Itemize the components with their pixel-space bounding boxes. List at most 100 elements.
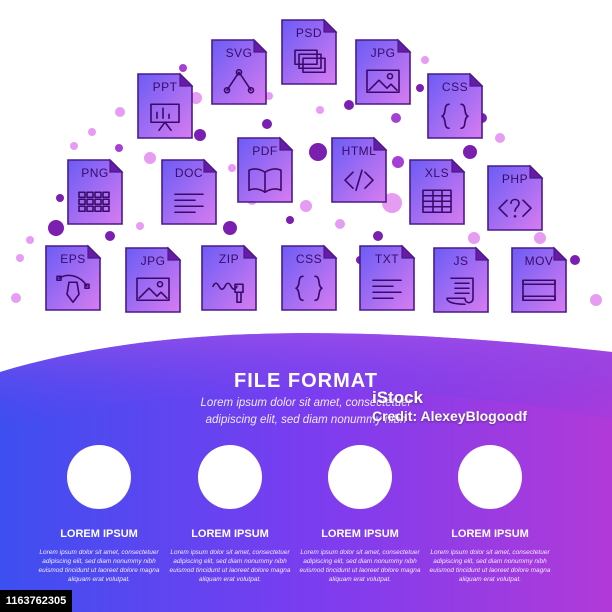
watermark: iStock Credit: AlexeyBlogoodf xyxy=(372,388,527,424)
file-corner-fold xyxy=(401,244,416,259)
vector-icon xyxy=(223,68,255,94)
file-corner-fold xyxy=(179,72,194,87)
card-text-4: Lorem ipsum dolor sit amet, consectetuer… xyxy=(425,548,555,584)
watermark-brand: iStock xyxy=(372,388,424,407)
file-format-label: XLS xyxy=(425,166,449,180)
file-page-shape xyxy=(237,137,293,203)
file-corner-fold xyxy=(451,158,466,173)
card-text-line: adipiscing elit, sed diam nonummy nibh xyxy=(433,558,547,565)
card-text-line: aliquam erat volutpat. xyxy=(458,576,522,583)
doc-file-icon: DOC xyxy=(161,158,218,225)
file-page-shape xyxy=(433,247,489,313)
card-text-line: euismod tincidunt ut laoreet dolore magn… xyxy=(38,567,160,574)
file-page-shape xyxy=(355,39,411,105)
book-icon xyxy=(248,168,282,194)
file-corner-fold xyxy=(323,244,338,259)
page-title: FILE FORMAT xyxy=(234,370,378,392)
card-text-line: adipiscing elit, sed diam nonummy nibh xyxy=(173,558,287,565)
spreadsheet-icon xyxy=(422,189,452,214)
file-corner-fold xyxy=(323,18,338,33)
file-format-label: JS xyxy=(453,254,468,268)
file-format-label: TXT xyxy=(375,252,399,266)
card-text-line: Lorem ipsum dolor sit amet, consectetuer xyxy=(430,549,550,556)
card-text-line: euismod tincidunt ut laoreet dolore magn… xyxy=(169,567,291,574)
card-text-line: Lorem ipsum dolor sit amet, consectetuer xyxy=(170,549,290,556)
grid-icon xyxy=(78,191,110,213)
file-corner-fold xyxy=(203,158,218,173)
file-page-shape xyxy=(125,247,181,313)
svg-file-icon: SVG xyxy=(211,38,268,105)
file-format-label: PSD xyxy=(296,26,322,40)
text-lines-icon xyxy=(372,279,402,300)
file-format-label: CSS xyxy=(442,80,468,94)
card-circle-xls xyxy=(458,445,522,509)
file-page-shape xyxy=(281,245,337,311)
card-text-2: Lorem ipsum dolor sit amet, consectetuer… xyxy=(165,548,295,584)
film-icon xyxy=(522,279,556,302)
file-format-label: HTML xyxy=(342,144,377,158)
file-corner-fold xyxy=(469,72,484,87)
card-text-line: adipiscing elit, sed diam nonummy nibh xyxy=(42,558,156,565)
zipper-icon xyxy=(212,282,244,304)
scroll-icon xyxy=(446,277,474,306)
file-page-shape xyxy=(359,245,415,311)
jpg-file-icon-2: JPG xyxy=(125,246,182,313)
card-text-line: aliquam erat volutpat. xyxy=(198,576,262,583)
jpg-file-icon: JPG xyxy=(355,38,412,105)
pdf-file-icon: PDF xyxy=(237,136,294,203)
txt-file-icon: TXT xyxy=(359,244,416,311)
card-title-1: LOREM IPSUM xyxy=(60,528,138,540)
card-text-line: aliquam erat volutpat. xyxy=(328,576,392,583)
braces-icon xyxy=(441,103,469,130)
card-title-2: LOREM IPSUM xyxy=(191,528,269,540)
file-corner-fold xyxy=(475,246,490,261)
file-page-shape xyxy=(487,165,543,231)
card-text-line: euismod tincidunt ut laoreet dolore magn… xyxy=(429,567,551,574)
eps-file-icon: EPS xyxy=(45,244,102,311)
background-wave-highlight xyxy=(0,333,612,430)
png-file-icon: PNG xyxy=(67,158,124,225)
css-file-icon: CSS xyxy=(427,72,484,139)
js-file-icon: JS xyxy=(433,246,490,313)
html-file-icon: HTML xyxy=(331,136,388,203)
background-wave xyxy=(0,333,612,612)
file-page-shape xyxy=(331,137,387,203)
php-file-icon: PHP xyxy=(487,164,544,231)
file-corner-fold xyxy=(279,136,294,151)
file-page-shape xyxy=(201,245,257,311)
file-corner-fold xyxy=(109,158,124,173)
file-format-label: JPG xyxy=(141,254,166,268)
css-file-icon-2: CSS xyxy=(281,244,338,311)
file-page-shape xyxy=(45,245,101,311)
file-page-shape xyxy=(281,19,337,85)
file-corner-fold xyxy=(253,38,268,53)
image-icon xyxy=(366,69,400,94)
file-format-label: ZIP xyxy=(219,252,239,266)
card-text-1: Lorem ipsum dolor sit amet, consectetuer… xyxy=(34,548,164,584)
mov-file-icon: MOV xyxy=(511,246,568,313)
php-code-icon xyxy=(498,198,532,218)
card-text-line: adipiscing elit, sed diam nonummy nibh xyxy=(303,558,417,565)
file-format-label: PPT xyxy=(153,80,178,94)
card-title-3: LOREM IPSUM xyxy=(321,528,399,540)
file-corner-fold xyxy=(167,246,182,261)
file-format-label: EPS xyxy=(60,252,86,266)
card-text-3: Lorem ipsum dolor sit amet, consectetuer… xyxy=(295,548,425,584)
file-format-label: PDF xyxy=(252,144,278,158)
text-lines-icon xyxy=(174,193,204,214)
card-title-4: LOREM IPSUM xyxy=(451,528,529,540)
card-text-line: aliquam erat volutpat. xyxy=(67,576,131,583)
lead-text-line-1: Lorem ipsum dolor sit amet, consectetuer xyxy=(200,397,412,409)
file-format-label: MOV xyxy=(525,254,554,268)
file-corner-fold xyxy=(87,244,102,259)
decorative-dots xyxy=(11,56,602,306)
file-page-shape xyxy=(427,73,483,139)
presentation-icon xyxy=(150,103,180,132)
lead-text-line-2: adipiscing elit, sed diam nonummy nibh xyxy=(205,414,407,426)
braces-icon xyxy=(295,275,323,302)
psd-file-icon: PSD xyxy=(281,18,338,85)
file-format-label: JPG xyxy=(371,46,396,60)
card-circle-html xyxy=(198,445,262,509)
file-format-label: PHP xyxy=(502,172,528,186)
file-corner-fold xyxy=(397,38,412,53)
